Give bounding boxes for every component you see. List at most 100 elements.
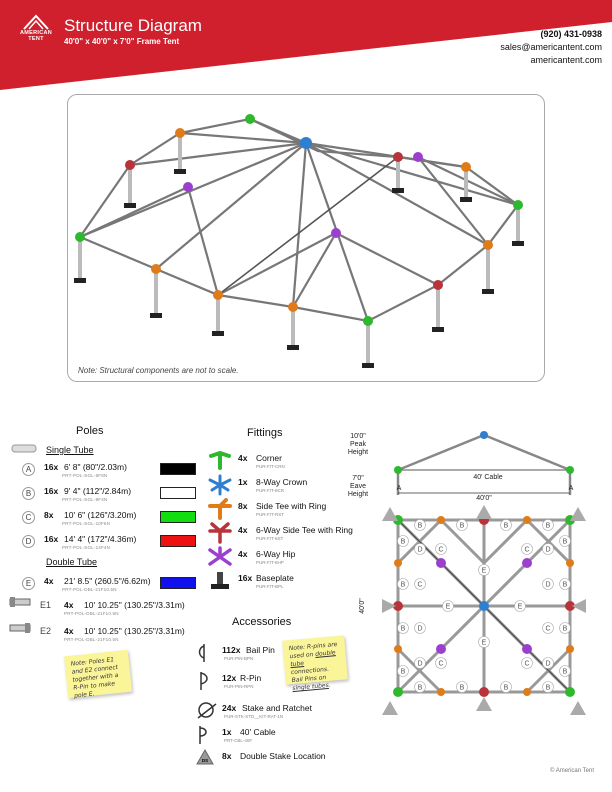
structure-diagram: Note: Structural components are not to s… (67, 94, 545, 382)
pole-letter-badge: E2 (40, 626, 52, 636)
pole-size: 14' 4" (172"/4.36m) (64, 534, 137, 544)
pole-qty: 4x (64, 600, 74, 610)
fitting-row-crown: 1x 8-Way Crown PUR-FIT-8CR (208, 474, 388, 498)
pole-tube-icon (11, 444, 37, 453)
elevation-pole-left-label: A (396, 485, 402, 492)
six-way-side-tee-icon (208, 522, 232, 544)
svg-text:B: B (401, 582, 406, 589)
svg-text:E: E (482, 568, 487, 575)
baseplate-icon (211, 572, 229, 589)
fittings-section-title: Fittings (247, 427, 283, 439)
fitting-part-number: PUR-FIT-6HP (256, 560, 284, 565)
accessory-part-number: PUR-PIN-RPN (224, 684, 254, 689)
pole-color-swatch (160, 577, 196, 589)
svg-text:B: B (401, 626, 406, 633)
accessory-row-double-stake: DS 8x Double Stake Location (196, 748, 346, 772)
pole-color-swatch (160, 463, 196, 475)
svg-text:B: B (418, 523, 423, 530)
pole-size: 21' 8.5" (260.5"/6.62m) (64, 576, 151, 586)
fitting-name: 8-Way Crown (256, 477, 308, 487)
pole-row-e2: E2 4x 10' 10.25" (130.25"/3.31m) PRT-POL… (0, 624, 200, 650)
r-pin-icon (200, 672, 208, 690)
pole-e2-icon (9, 623, 31, 633)
pole-letter-badge: B (22, 487, 35, 500)
svg-text:B: B (504, 685, 509, 692)
svg-text:B: B (460, 523, 465, 530)
fitting-row-baseplate: 16x Baseplate PUR-FIT-BPL (208, 570, 388, 594)
fitting-row-hip: 4x 6-Way Hip PUR-FIT-6HP (208, 546, 388, 570)
pole-color-swatch (160, 535, 196, 547)
pole-qty: 8x (44, 510, 54, 520)
svg-text:C: C (524, 547, 529, 554)
pole-row-c: C 8x 10' 6" (126"/3.20m) PRT-POL-SGL-10F… (0, 508, 200, 534)
accessory-name: Bail Pin (246, 645, 275, 655)
svg-text:C: C (417, 582, 422, 589)
pole-qty: 4x (44, 576, 54, 586)
peak-height-label: 10'0" Peak Height (347, 433, 369, 456)
elevation-pole-right-label: A (568, 485, 574, 492)
contact-website[interactable]: americantent.com (530, 55, 602, 65)
pole-size: 10' 10.25" (130.25"/3.31m) (84, 600, 185, 610)
svg-text:B: B (401, 539, 406, 546)
pole-row-d: D 16x 14' 4" (172"/4.36m) PRT-POL-SGL-14… (0, 532, 200, 558)
contact-block: (920) 431-0938 sales@americantent.com am… (500, 28, 602, 67)
plan-depth-label: 40'0" (359, 598, 366, 614)
plan-width-label: 40'0" (476, 495, 492, 502)
fitting-name: Baseplate (256, 573, 294, 583)
accessory-name: Stake and Ratchet (242, 703, 312, 713)
fitting-qty: 1x (238, 477, 248, 487)
pole-part-number: PRT-POL-SGL-14F4N (62, 545, 111, 550)
fitting-row-corner: 4x Corner PUR-FIT-CRN (208, 450, 388, 474)
accessory-name: Double Stake Location (240, 751, 326, 761)
accessory-row-cable: 1x 40' Cable PRT-CBL-40F (196, 724, 346, 748)
cable-icon (199, 726, 207, 744)
svg-text:D: D (545, 661, 550, 668)
pole-letter-badge: E (22, 577, 35, 590)
accessory-part-number: PUR-STK-STD__KIT-RAT-1N (224, 714, 284, 719)
pole-size: 9' 4" (112"/2.84m) (64, 486, 132, 496)
brand-name-line1: AMERICAN (19, 30, 53, 36)
svg-text:E: E (482, 640, 487, 647)
svg-text:D: D (417, 661, 422, 668)
pole-part-number: PRT-POL-SGL-6F8N (62, 473, 108, 478)
hip-fitting-icon (208, 546, 232, 566)
fitting-part-number: PUR-FIT-CRN (256, 464, 285, 469)
fitting-name: Corner (256, 453, 282, 463)
pole-row-e1: E1 4x 10' 10.25" (130.25"/3.31m) PRT-POL… (0, 598, 200, 624)
svg-text:B: B (546, 523, 551, 530)
svg-text:B: B (563, 669, 568, 676)
contact-email[interactable]: sales@americantent.com (500, 42, 602, 52)
page-subtitle: 40'0" x 40'0" x 7'0" Frame Tent (64, 37, 180, 46)
svg-text:C: C (438, 661, 443, 668)
fitting-name: 6-Way Side Tee with Ring (256, 525, 353, 535)
poles-section-title: Poles (76, 425, 104, 437)
accessory-row-bail-pin: 112x Bail Pin PUR-PIN-BPN (196, 642, 346, 666)
accessory-part-number: PUR-PIN-BPN (224, 656, 254, 661)
ds-marker-label: DS (202, 758, 208, 763)
tent-logo-icon (23, 14, 49, 30)
double-stake-icon: DS (196, 748, 214, 765)
fitting-name: 6-Way Hip (256, 549, 296, 559)
pole-row-e: E 4x 21' 8.5" (260.5"/6.62m) PRT-POL-DBL… (0, 574, 200, 600)
page-title: Structure Diagram (64, 16, 202, 35)
accessory-qty: 12x (222, 673, 237, 683)
svg-text:B: B (504, 523, 509, 530)
svg-text:B: B (546, 685, 551, 692)
diagram-scale-note: Note: Structural components are not to s… (78, 366, 239, 375)
pole-color-swatch (160, 487, 196, 499)
fitting-part-number: PUR-FIT-BPL (256, 584, 284, 589)
contact-phone: (920) 431-0938 (540, 29, 602, 39)
fitting-row-6way-side-tee: 4x 6-Way Side Tee with Ring PUR-FIT-6ST (208, 522, 388, 546)
svg-text:B: B (563, 626, 568, 633)
stake-ratchet-icon (197, 702, 217, 719)
pole-part-number: PRT-POL-DBL-21F10.5N (64, 611, 119, 616)
accessory-qty: 112x (222, 645, 241, 655)
pole-e1-icon (9, 597, 31, 607)
pole-part-number: PRT-POL-DBL-21F10.5N (64, 637, 119, 642)
accessory-qty: 8x (222, 751, 232, 761)
pole-qty: 16x (44, 462, 59, 472)
fitting-row-side-tee: 8x Side Tee with Ring PUR-FIT-RST (208, 498, 388, 522)
svg-text:D: D (417, 626, 422, 633)
bail-pin-icon (198, 644, 205, 662)
